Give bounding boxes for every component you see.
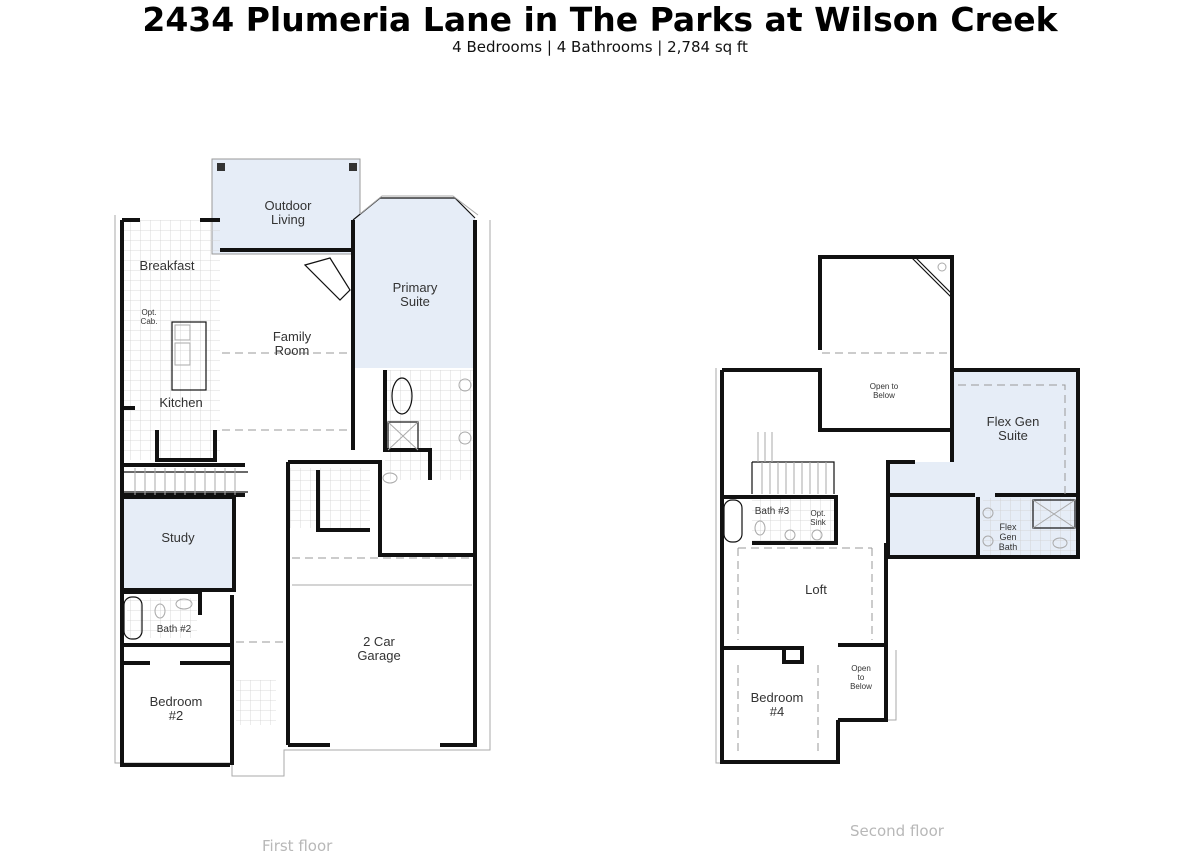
fireplace (303, 257, 351, 301)
property-title: 2434 Plumeria Lane in The Parks at Wilso… (142, 0, 1058, 39)
shower (387, 421, 419, 451)
stairs-first-floor (122, 468, 248, 495)
second-floor-label: Second floor (850, 822, 944, 840)
room-label-study: Study (161, 530, 195, 545)
room-label-kitchen: Kitchen (159, 395, 202, 410)
room-label-bedroom-2: Bedroom#2 (150, 694, 203, 723)
room-label-bath-3: Bath #3 (755, 506, 790, 517)
kitchen-island (171, 321, 207, 391)
bathtub (391, 377, 413, 415)
room-label-opt-cab: Opt.Cab. (141, 308, 158, 326)
room-label-bedroom-4: Bedroom#4 (751, 690, 804, 719)
room-label-bath-2: Bath #2 (157, 624, 192, 635)
room-label-breakfast: Breakfast (140, 258, 195, 273)
first-floor-label: First floor (262, 837, 333, 855)
outdoor-living-area (211, 158, 361, 255)
stairs-second-floor (751, 432, 835, 494)
room-label-opt-sink: Opt.Sink (810, 509, 827, 527)
property-summary: 4 Bedrooms | 4 Bathrooms | 2,784 sq ft (452, 38, 748, 56)
room-label-loft: Loft (805, 582, 827, 597)
